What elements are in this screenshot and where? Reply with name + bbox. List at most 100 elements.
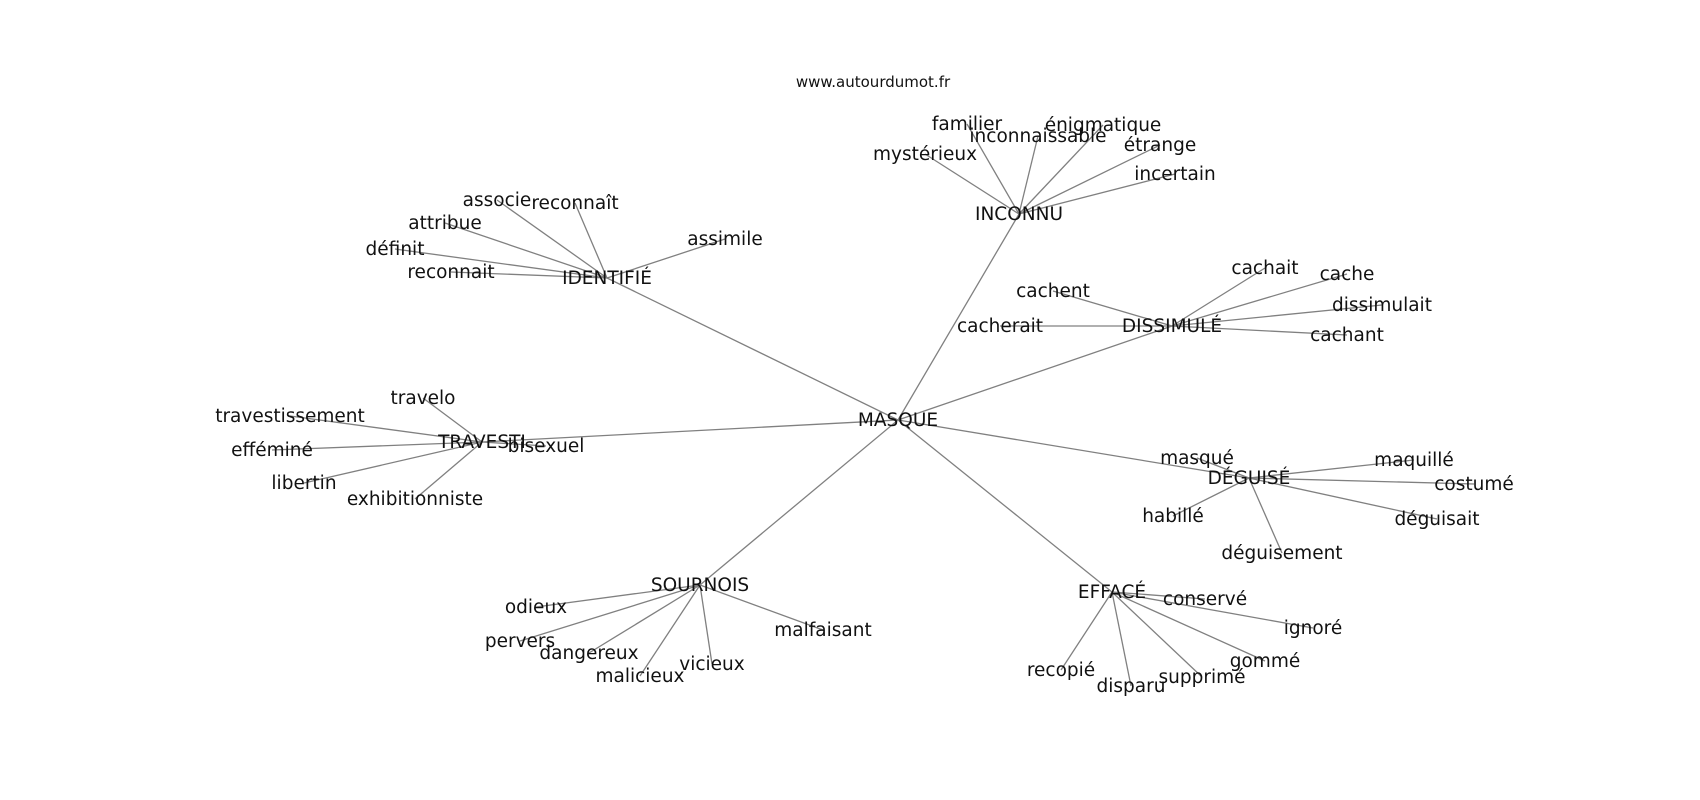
source-credit: www.autourdumot.fr	[796, 73, 951, 91]
node-word-incertain: incertain	[1134, 164, 1215, 185]
edge-dissimule-cache	[1171, 273, 1348, 327]
node-word-attribue: attribue	[408, 213, 481, 234]
edge-masque-sournois	[699, 419, 899, 586]
node-word-definit: définit	[366, 239, 425, 260]
edge-efface-supprime	[1111, 591, 1203, 678]
node-word-reconnait: reconnait	[407, 262, 494, 283]
edge-efface-recopie	[1060, 591, 1113, 671]
edge-identifie-attribue	[444, 222, 608, 279]
edge-masque-identifie	[606, 277, 899, 421]
node-word-enigmatique: énigmatique	[1045, 115, 1162, 136]
edge-identifie-associe	[496, 199, 608, 279]
node-word-inconnaissable: inconnaissable	[969, 126, 1106, 147]
edge-deguise-deguisait	[1248, 477, 1438, 520]
edge-identifie-definit	[394, 248, 608, 279]
edge-inconnu-inconnaissable	[1018, 135, 1039, 215]
edge-identifie-reconnait	[574, 202, 608, 279]
node-word-libertin: libertin	[271, 473, 336, 494]
node-hub-dissimule: DISSIMULÉ	[1122, 315, 1222, 337]
edge-inconnu-etrange	[1018, 144, 1161, 215]
edge-efface-disparu	[1111, 591, 1132, 687]
edge-masque-dissimule	[897, 325, 1173, 421]
node-word-masque: masqué	[1160, 448, 1234, 469]
node-word-ignore: ignoré	[1284, 618, 1343, 639]
node-word-cacherait: cacherait	[957, 316, 1043, 337]
node-word-recopie: recopié	[1027, 660, 1095, 681]
edge-sournois-malfaisant	[699, 584, 824, 631]
edge-dissimule-cachait	[1171, 267, 1266, 327]
node-word-habille: habillé	[1142, 506, 1204, 527]
edge-deguise-costume	[1248, 477, 1475, 485]
edge-sournois-malicieux	[639, 584, 701, 677]
edge-masque-deguise	[897, 419, 1250, 479]
node-word-effemine: efféminé	[231, 440, 313, 461]
edge-sournois-odieux	[535, 584, 701, 608]
edge-travesti-travelo	[422, 397, 483, 443]
node-word-etrange: étrange	[1124, 135, 1196, 156]
edge-inconnu-familier	[966, 123, 1020, 215]
edge-identifie-assimile	[606, 238, 726, 279]
node-word-deguisait: déguisait	[1394, 509, 1479, 530]
node-hub-identifie: IDENTIFIÉ	[562, 267, 652, 289]
node-center-masque: MASQUE	[858, 410, 938, 431]
node-word-dissimulait: dissimulait	[1332, 295, 1432, 316]
node-hub-deguise: DÉGUISÉ	[1208, 467, 1291, 489]
edge-sournois-vicieux	[699, 584, 713, 665]
edge-efface-ignore	[1111, 591, 1314, 629]
edge-inconnu-incertain	[1018, 173, 1176, 215]
edge-identifie-reconnait	[450, 271, 608, 279]
node-word-costume: costumé	[1434, 474, 1514, 495]
edge-inconnu-mysterieux	[924, 153, 1020, 215]
edge-travesti-bisexuel	[481, 441, 547, 447]
edge-masque-travesti	[481, 419, 899, 443]
node-hub-travesti: TRAVESTI	[437, 432, 526, 453]
node-word-associe: associe	[463, 190, 532, 211]
edge-travesti-exhibitionniste	[414, 441, 483, 500]
node-word-conserve: conservé	[1163, 589, 1247, 610]
edge-travesti-libertin	[303, 441, 483, 484]
edge-dissimule-cachant	[1171, 325, 1348, 336]
node-hub-sournois: SOURNOIS	[651, 575, 749, 596]
edge-travesti-travestissement	[289, 415, 483, 443]
edge-dissimule-cachent	[1052, 290, 1173, 327]
edge-efface-gomme	[1111, 591, 1266, 662]
node-word-mysterieux: mystérieux	[873, 144, 977, 165]
edge-masque-inconnu	[897, 213, 1020, 421]
node-word-malicieux: malicieux	[595, 666, 684, 687]
edge-deguise-habille	[1172, 477, 1250, 517]
edge-masque-efface	[897, 419, 1113, 593]
node-word-travelo: travelo	[391, 388, 456, 409]
node-word-supprime: supprimé	[1159, 667, 1246, 688]
node-word-cachant: cachant	[1310, 325, 1384, 346]
node-word-vicieux: vicieux	[679, 654, 745, 675]
labels-layer: MASQUE INCONNU familierinconnaissableénigm…	[215, 114, 1514, 697]
edge-sournois-dangereux	[588, 584, 701, 654]
node-word-malfaisant: malfaisant	[774, 620, 871, 641]
node-word-reconnait: reconnaît	[531, 193, 618, 214]
edges-layer	[271, 123, 1475, 687]
edge-dissimule-dissimulait	[1171, 304, 1383, 327]
node-word-gomme: gommé	[1230, 651, 1301, 672]
node-word-assimile: assimile	[687, 229, 762, 250]
edge-efface-conserve	[1111, 591, 1206, 600]
edge-deguise-deguisement	[1248, 477, 1283, 554]
node-hub-inconnu: INCONNU	[975, 204, 1063, 225]
node-word-travestissement: travestissement	[215, 406, 365, 427]
node-word-cachait: cachait	[1231, 258, 1298, 279]
node-word-familier: familier	[932, 114, 1003, 135]
node-word-pervers: pervers	[485, 631, 555, 652]
edge-deguise-maquille	[1248, 459, 1415, 479]
edge-deguise-masque	[1196, 457, 1250, 479]
node-word-odieux: odieux	[505, 597, 567, 618]
node-word-deguisement: déguisement	[1221, 543, 1342, 564]
node-word-bisexuel: bisexuel	[508, 436, 585, 457]
node-word-cache: cache	[1320, 264, 1375, 285]
node-word-dangereux: dangereux	[539, 643, 638, 664]
edge-inconnu-enigmatique	[1018, 124, 1104, 215]
node-word-disparu: disparu	[1097, 676, 1166, 697]
node-word-maquille: maquillé	[1374, 450, 1454, 471]
node-hub-efface: EFFACÉ	[1078, 581, 1146, 603]
edge-travesti-effemine	[271, 441, 483, 451]
edge-sournois-pervers	[519, 584, 701, 642]
